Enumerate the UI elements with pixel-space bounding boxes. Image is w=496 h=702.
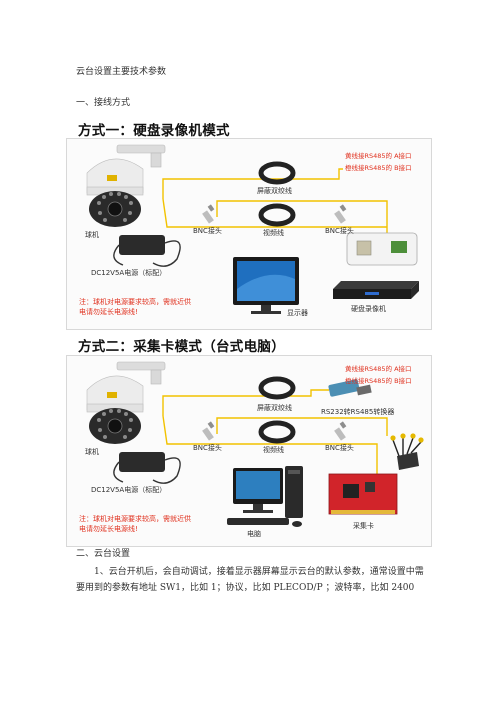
video-cable-coil (258, 203, 296, 227)
bnc-connector-left (202, 204, 215, 224)
desktop-computer-illustration (227, 466, 303, 527)
rs232-rs485-converter-illustration (328, 379, 372, 397)
power-warning: 注：球机对电源要求较高，需就近供电请勿延长电源线! (79, 515, 191, 533)
label-shielded-cable: 屏蔽双绞线 (257, 404, 292, 412)
section-heading-ptz-setup: 二、云台设置 (76, 549, 131, 559)
label-camera: 球机 (85, 231, 99, 239)
power-warning: 注：球机对电源要求较高，需就近供电请勿延长电源线! (79, 298, 191, 316)
label-rs485-a: 黄线接RS485的 A接口 (345, 365, 412, 373)
label-bnc-right: BNC接头 (325, 227, 354, 235)
dvr-illustration (333, 281, 419, 299)
label-monitor: 显示器 (287, 309, 308, 317)
label-dvr: 硬盘录像机 (351, 305, 386, 313)
label-power: DC12V5A电源（标配） (91, 269, 167, 277)
label-video-cable: 视频线 (263, 446, 284, 454)
label-video-cable: 视频线 (263, 229, 284, 237)
label-bnc-right: BNC接头 (325, 444, 354, 452)
label-shielded-cable: 屏蔽双绞线 (257, 187, 292, 195)
label-capture-card: 采集卡 (353, 522, 374, 530)
label-bnc-left: BNC接头 (193, 444, 222, 452)
figure2-wiring-svg (86, 361, 424, 527)
bnc-connector-left (202, 421, 215, 441)
figure2-title: 方式二：采集卡模式（台式电脑） (78, 339, 285, 355)
label-computer: 电脑 (247, 530, 261, 538)
label-rs485-a: 黄线接RS485的 A接口 (345, 152, 412, 160)
figure2-diagram: 球机 DC12V5A电源（标配） BNC接头 屏蔽双绞线 RS232转RS485… (66, 355, 432, 547)
label-converter: RS232转RS485转换器 (321, 408, 395, 416)
dome-camera-illustration (86, 361, 166, 444)
video-cable-coil (258, 420, 296, 444)
figure1-diagram: 球机 DC12V5A电源（标配） BNC接头 屏蔽双绞线 视频线 BNC接头 黄… (66, 138, 432, 330)
rs485-port-inset (346, 232, 418, 266)
section-heading-wiring: 一、接线方式 (76, 98, 131, 108)
bnc-connector-right (334, 204, 347, 224)
label-power: DC12V5A电源（标配） (91, 486, 167, 494)
dome-camera-illustration (86, 144, 166, 227)
shielded-twisted-pair-coil (258, 161, 296, 185)
bnc-connector-right (334, 421, 347, 441)
label-rs485-b: 橙线接RS485的 B接口 (345, 377, 412, 385)
figure1-title: 方式一：硬盘录像机模式 (78, 123, 230, 139)
document-title: 云台设置主要技术参数 (76, 67, 167, 77)
power-adapter-illustration (113, 452, 181, 484)
power-adapter-illustration (113, 235, 181, 267)
shielded-twisted-pair-coil (258, 376, 296, 400)
label-rs485-b: 橙线接RS485的 B接口 (345, 164, 412, 172)
figure1-wiring-svg (86, 144, 419, 314)
monitor-illustration (233, 257, 299, 314)
label-bnc-left: BNC接头 (193, 227, 222, 235)
section2-body-text: 1、云台开机后，会自动调试，接着显示器屏幕显示云台的默认参数，通常设置中需要用到… (76, 567, 424, 593)
capture-card-illustration (328, 433, 424, 515)
label-camera: 球机 (85, 448, 99, 456)
